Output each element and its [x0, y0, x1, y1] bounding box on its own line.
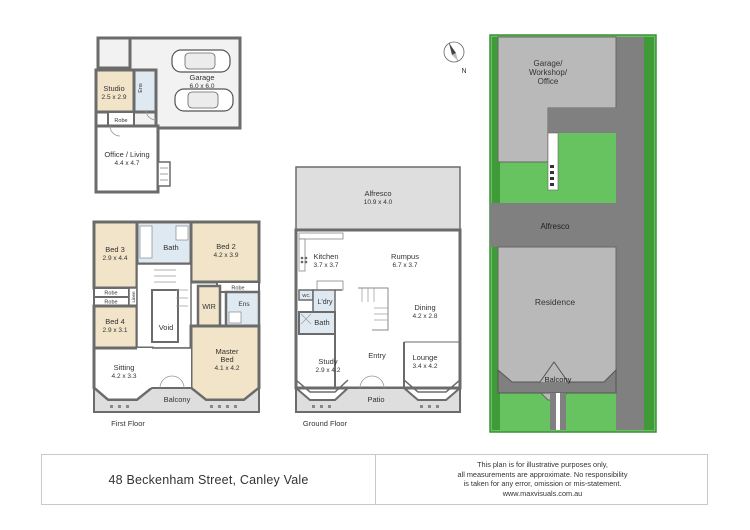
site-garage-line1: Garage/ [534, 59, 564, 68]
master-name-1: Master [216, 347, 239, 356]
ground-stairs [358, 287, 389, 331]
robe-left-b-label: Robe [104, 300, 117, 306]
first-floor-plan: Bed 3 2.9 x 4.4 Bath Bed 2 4.2 x 3.9 Rob… [92, 220, 261, 428]
studio-ens-label: Ens [138, 83, 144, 93]
office-room [94, 124, 160, 194]
sitting-size: 4.2 x 3.3 [112, 373, 137, 380]
site-balcony-label: Balcony [545, 375, 572, 384]
garage-size: 6.0 x 6.0 [190, 83, 215, 90]
dining-size: 4.2 x 2.8 [413, 313, 438, 320]
studio-ensuite [132, 68, 158, 114]
bed2-room [189, 220, 261, 284]
bed2-size: 4.2 x 3.9 [214, 252, 239, 259]
entry-label: Entry [368, 351, 386, 360]
first-ens-label: Ens [238, 301, 250, 308]
first-floor-label: First Floor [111, 419, 145, 428]
bed3-room [92, 220, 139, 290]
wc-label: WC [302, 293, 310, 298]
bed3-name: Bed 3 [105, 245, 125, 254]
studio-name: Studio [103, 84, 124, 93]
bed3-size: 2.9 x 4.4 [103, 255, 128, 262]
master-name-2: Bed [220, 355, 233, 364]
disclaimer: This plan is for illustrative purposes o… [376, 460, 709, 498]
disclaimer-line: is taken for any error, omission or mis-… [463, 479, 622, 489]
ground-bath [298, 311, 336, 335]
study-size: 2.9 x 4.2 [316, 367, 341, 374]
site-garage-line3: Office [538, 77, 559, 86]
office-name: Office / Living [104, 150, 149, 159]
disclaimer-line: This plan is for illustrative purposes o… [477, 460, 608, 469]
study-name: Study [318, 357, 337, 366]
disclaimer-line: all measurements are approximate. No res… [457, 469, 628, 479]
first-balcony [93, 385, 260, 413]
rumpus-size: 6.7 x 3.7 [393, 262, 418, 269]
site-alfresco [490, 203, 644, 247]
site-plan: Garage/ Workshop/ Office Alfresco Reside… [489, 34, 657, 433]
first-balcony-label: Balcony [164, 395, 191, 404]
bed4-size: 2.9 x 3.1 [103, 327, 128, 334]
north-label: N [461, 68, 466, 75]
studio-robe-label: Robe [114, 118, 127, 124]
bed2-name: Bed 2 [216, 242, 236, 251]
robe-left-a-label: Robe [104, 291, 117, 297]
website-link[interactable]: www.maxvisuals.com.au [502, 488, 583, 498]
bed4-room [92, 304, 139, 350]
site-residence-label: Residence [535, 297, 575, 307]
alfresco-name: Alfresco [364, 189, 391, 198]
ground-floor-plan: Alfresco 10.9 x 4.0 Kitchen 3.7 x 3.7 Ru… [294, 166, 462, 428]
footer-divider [375, 455, 376, 504]
ground-bath-label: Bath [314, 318, 329, 327]
bed4-name: Bed 4 [105, 317, 125, 326]
north-compass-icon: N [443, 41, 467, 75]
footer-panel: 48 Beckenham Street, Canley Vale This pl… [41, 454, 708, 505]
property-address: 48 Beckenham Street, Canley Vale [108, 472, 309, 487]
dining-name: Dining [414, 303, 435, 312]
robe-right-label: Robe [231, 286, 244, 292]
patio-label: Patio [367, 395, 384, 404]
sitting-name: Sitting [114, 363, 135, 372]
ldry-label: L'dry [318, 299, 333, 306]
lounge-name: Lounge [412, 353, 437, 362]
ground-floor-label: Ground Floor [303, 419, 348, 428]
wir-label: WIR [202, 304, 216, 311]
kitchen-size: 3.7 x 3.7 [314, 262, 339, 269]
site-alfresco-label: Alfresco [541, 222, 570, 231]
alfresco-area [295, 166, 461, 231]
master-size: 4.1 x 4.2 [215, 365, 240, 372]
outbuilding-plan: Garage 6.0 x 6.0 Studio 2.5 x 2.9 Ens Ro… [94, 36, 242, 194]
ground-patio [295, 385, 461, 413]
lounge-size: 3.4 x 4.2 [413, 363, 438, 370]
void-area [151, 289, 179, 343]
rumpus-name: Rumpus [391, 252, 419, 261]
office-size: 4.4 x 4.7 [115, 160, 140, 167]
linen-label: Linen [131, 291, 136, 303]
garage-name: Garage [189, 73, 214, 82]
void-label: Void [159, 323, 174, 332]
kitchen-name: Kitchen [313, 252, 338, 261]
studio-size: 2.5 x 2.9 [102, 94, 127, 101]
first-bath-label: Bath [163, 243, 178, 252]
alfresco-size: 10.9 x 4.0 [364, 199, 393, 206]
site-garage-line2: Workshop/ [529, 68, 568, 77]
